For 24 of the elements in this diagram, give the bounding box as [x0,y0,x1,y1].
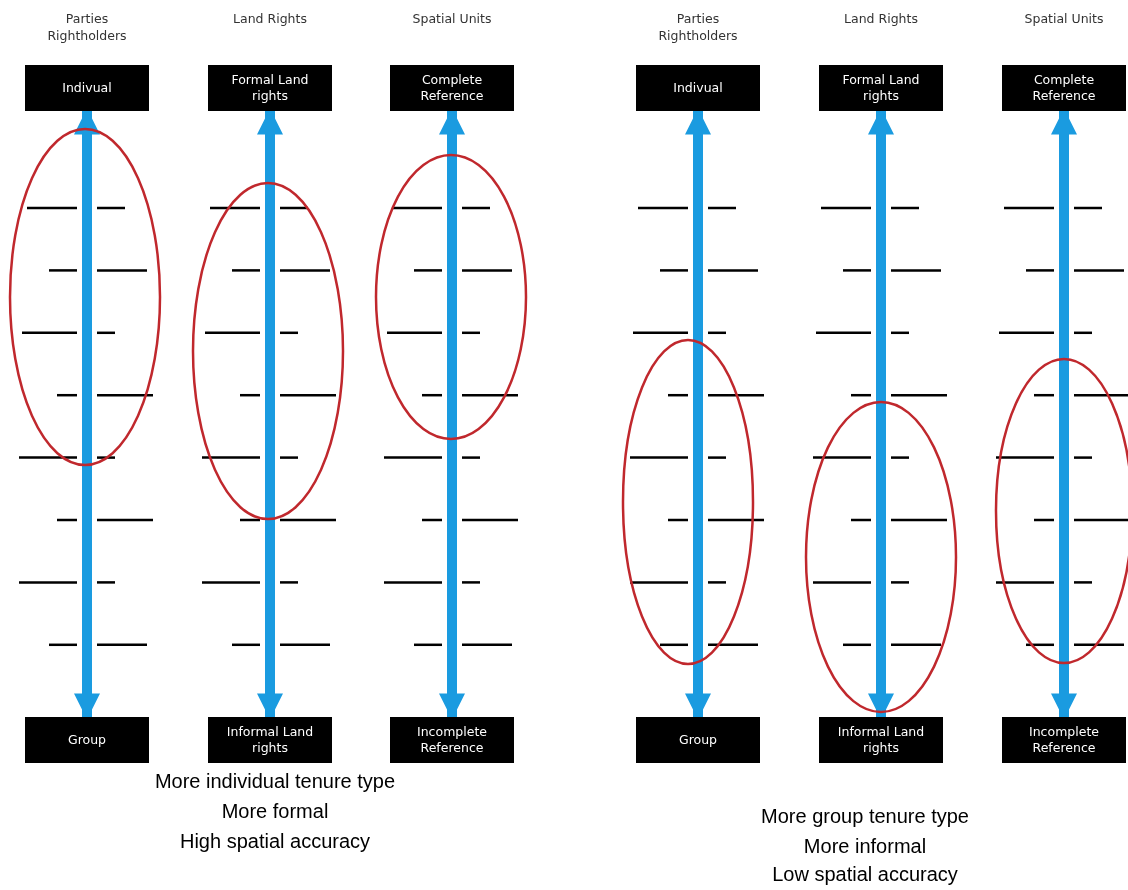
category-box: Indivual [25,65,149,111]
category-box: Informal Land rights [819,717,943,763]
column-heading: Spatial Units [1023,10,1105,27]
caption-text: More informal [803,835,927,858]
column-heading: Parties Rightholders [657,10,739,44]
category-box: Group [25,717,149,763]
category-box: Formal Land rights [208,65,332,111]
category-box: Formal Land rights [819,65,943,111]
caption-text: High spatial accuracy [179,830,371,853]
column-heading: Parties Rightholders [46,10,128,44]
category-box: Group [636,717,760,763]
category-box: Informal Land rights [208,717,332,763]
caption-text: Low spatial accuracy [772,863,958,886]
category-box: Complete Reference [1002,65,1126,111]
column-heading: Spatial Units [411,10,493,27]
category-box: Indivual [636,65,760,111]
category-box: Complete Reference [390,65,514,111]
category-box: Incomplete Reference [390,717,514,763]
category-box: Incomplete Reference [1002,717,1126,763]
caption-text: More formal [221,800,329,823]
column-heading: Land Rights [843,10,919,27]
caption-text: More individual tenure type [154,770,396,793]
column-heading: Land Rights [232,10,308,27]
caption-text: More group tenure type [761,805,969,828]
